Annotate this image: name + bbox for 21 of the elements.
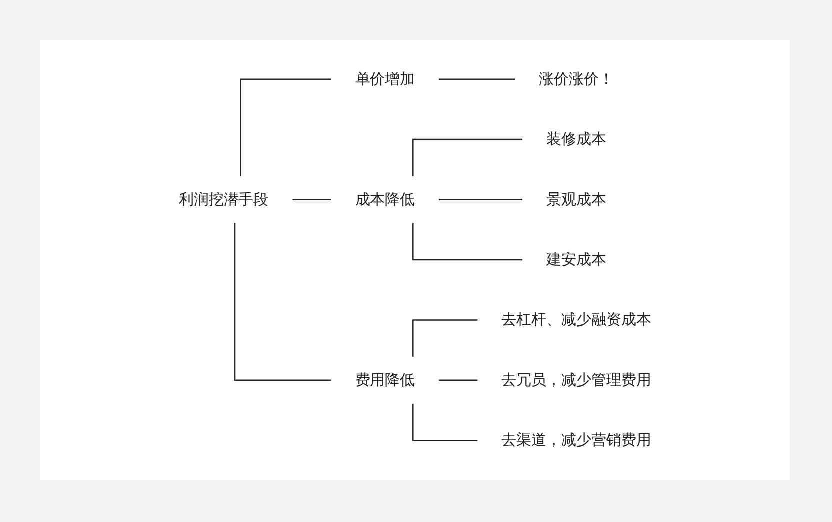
- node-text: 去冗员，减少管理费用: [502, 372, 652, 389]
- connector: [240, 78, 332, 177]
- node-text: 利润挖潜手段: [178, 190, 269, 208]
- connector: [412, 222, 523, 261]
- node-text: 成本降低: [355, 190, 415, 208]
- connector: [438, 78, 516, 80]
- node-text: 涨价涨价！: [538, 70, 614, 88]
- connector: [292, 199, 332, 200]
- connector: [412, 138, 523, 177]
- node-text: 景观成本: [546, 190, 606, 208]
- node-text: 装修成本: [546, 130, 606, 148]
- connector: [412, 320, 478, 358]
- connector: [438, 380, 478, 382]
- connector: [412, 403, 478, 442]
- node-text: 去渠道，减少营销费用: [502, 432, 652, 450]
- connector: [234, 222, 332, 382]
- node-text: 费用降低: [355, 372, 415, 389]
- node-text: 建安成本: [546, 251, 606, 268]
- connector: [438, 199, 523, 200]
- node-text: 去杠杆、减少融资成本: [502, 311, 652, 329]
- node-text: 单价增加: [355, 70, 415, 88]
